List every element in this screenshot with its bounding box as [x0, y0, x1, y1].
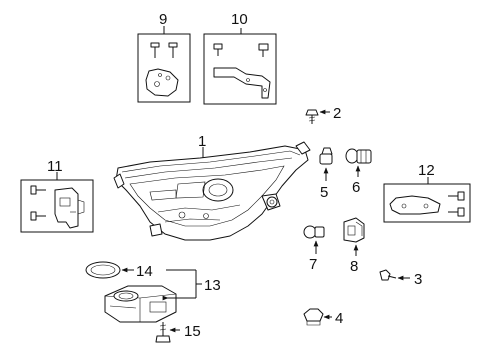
kit-9-box: 9: [137, 11, 191, 103]
bolt-icon: [213, 43, 269, 57]
callout-5: 5: [320, 184, 328, 201]
callout-8: 8: [350, 258, 358, 275]
kit-10-box: 10: [203, 11, 277, 105]
bracket-plate-icon: [145, 68, 179, 97]
callout-7: 7: [309, 256, 317, 273]
callout-2: 2: [333, 105, 341, 122]
control-unit-13: 13: [104, 269, 221, 323]
callout-13: 13: [204, 277, 221, 294]
bulb-5: 5: [319, 147, 333, 201]
l-bracket-icon: [213, 67, 271, 99]
ring-seal-14: 14: [85, 261, 153, 280]
kit-11-box: 11: [20, 158, 94, 233]
screw-icon: [30, 185, 46, 221]
callout-3: 3: [414, 271, 422, 288]
callout-15: 15: [184, 323, 201, 340]
bulb-6: 6: [345, 148, 372, 196]
screw-3: 3: [379, 269, 422, 288]
callout-4: 4: [335, 310, 343, 327]
kit-12-box: 12: [383, 162, 471, 223]
callout-1: 1: [198, 133, 206, 150]
socket-8: 8: [343, 217, 365, 275]
callout-11: 11: [47, 158, 63, 175]
retainer-clip-icon: [54, 187, 85, 229]
bracket-icon: [389, 195, 441, 215]
screw-icon: [448, 191, 465, 217]
screw-icon: [150, 42, 178, 58]
bulb-7: 7: [303, 225, 325, 273]
screw-2: 2: [305, 105, 341, 124]
callout-6: 6: [352, 179, 360, 196]
nut-4: 4: [303, 308, 343, 327]
callout-9: 9: [159, 11, 167, 28]
callout-12: 12: [418, 162, 435, 179]
headlamp-assembly: 1: [113, 133, 311, 241]
callout-14: 14: [136, 263, 153, 280]
bolt-15: 15: [155, 322, 201, 343]
callout-10: 10: [231, 11, 248, 28]
